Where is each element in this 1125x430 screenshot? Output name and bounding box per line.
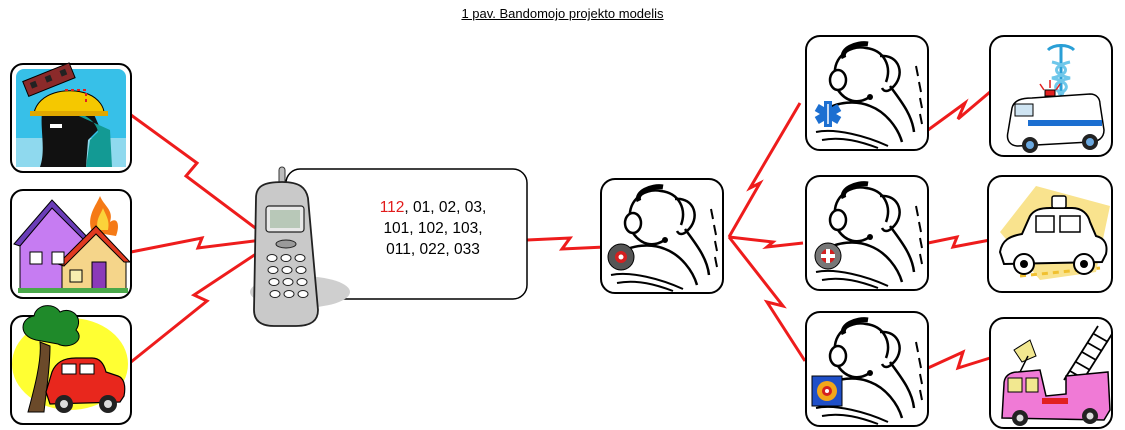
numbers-line-3: 011, 022, 033 xyxy=(386,241,480,258)
numbers-line-2: 101, 102, 103, xyxy=(383,220,483,237)
figure-caption: 1 pav. Bandomojo projekto modelis xyxy=(461,6,664,21)
link-dispatch-police xyxy=(728,235,804,250)
link-dispatch-fire xyxy=(727,236,807,362)
link-police-car xyxy=(927,234,991,249)
ambulance-icon xyxy=(989,35,1113,157)
car-crash-icon xyxy=(10,305,132,425)
numbers-line-1: 112, 01, 02, 03, xyxy=(338,197,528,218)
fire-truck-icon xyxy=(989,317,1113,429)
link-incident2-phone xyxy=(130,235,263,254)
link-fire-truck xyxy=(927,349,991,371)
link-phone-dispatch xyxy=(526,236,606,251)
medical-dispatcher-icon xyxy=(806,36,928,150)
construction-accident-icon xyxy=(10,62,132,173)
fire-dispatcher-icon xyxy=(806,312,928,426)
mobile-phone-icon xyxy=(253,166,319,327)
dispatcher-icon xyxy=(601,179,723,293)
police-dispatcher-icon xyxy=(806,176,928,290)
police-car-icon xyxy=(987,175,1113,293)
emergency-numbers-text: 112, 01, 02, 03, 101, 102, 103, 011, 022… xyxy=(338,197,528,260)
link-dispatch-medical xyxy=(727,102,802,238)
emergency-number-112: 112 xyxy=(379,199,405,216)
numbers-line-1-rest: , 01, 02, 03, xyxy=(404,199,487,216)
link-incident3-phone xyxy=(130,248,263,364)
house-fire-icon xyxy=(10,189,132,299)
link-incident1-phone xyxy=(130,113,263,235)
link-medical-ambulance xyxy=(927,90,991,132)
